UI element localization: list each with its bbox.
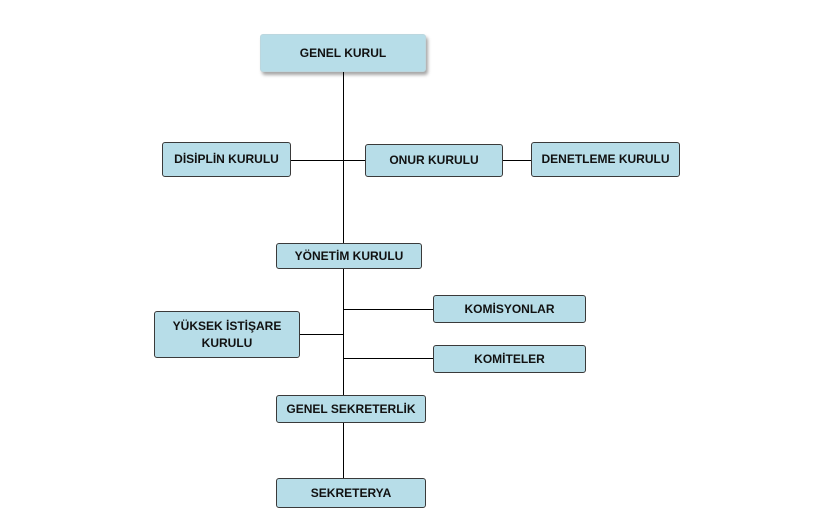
node-label: GENEL KURUL bbox=[299, 45, 387, 60]
node-label: KOMİTELER bbox=[474, 351, 545, 366]
node-komiteler: KOMİTELER bbox=[433, 345, 586, 373]
node-label: KOMİSYONLAR bbox=[464, 301, 555, 316]
node-genel-kurul: GENEL KURUL bbox=[260, 34, 426, 72]
node-yonetim-kurulu: YÖNETİM KURULU bbox=[276, 243, 422, 269]
node-label-line1: YÜKSEK İSTİŞARE bbox=[172, 318, 282, 333]
node-yuksek-istisare-kurulu: YÜKSEK İSTİŞARE KURULU bbox=[154, 311, 300, 358]
node-label: GENEL SEKRETERLİK bbox=[286, 401, 416, 416]
node-label-line2: KURULU bbox=[201, 335, 253, 350]
node-label: YÖNETİM KURULU bbox=[294, 248, 404, 263]
node-onur-kurulu: ONUR KURULU bbox=[365, 144, 503, 177]
node-disiplin-kurulu: DİSİPLİN KURULU bbox=[162, 142, 291, 177]
node-genel-sekreterlik: GENEL SEKRETERLİK bbox=[276, 395, 426, 423]
node-sekreterya: SEKRETERYA bbox=[276, 478, 426, 508]
node-label: DİSİPLİN KURULU bbox=[174, 152, 279, 166]
node-label: SEKRETERYA bbox=[310, 485, 392, 500]
node-label: ONUR KURULU bbox=[389, 153, 479, 167]
node-label: DENETLEME KURULU bbox=[541, 152, 670, 166]
node-komisyonlar: KOMİSYONLAR bbox=[433, 295, 586, 323]
node-denetleme-kurulu: DENETLEME KURULU bbox=[531, 142, 680, 177]
